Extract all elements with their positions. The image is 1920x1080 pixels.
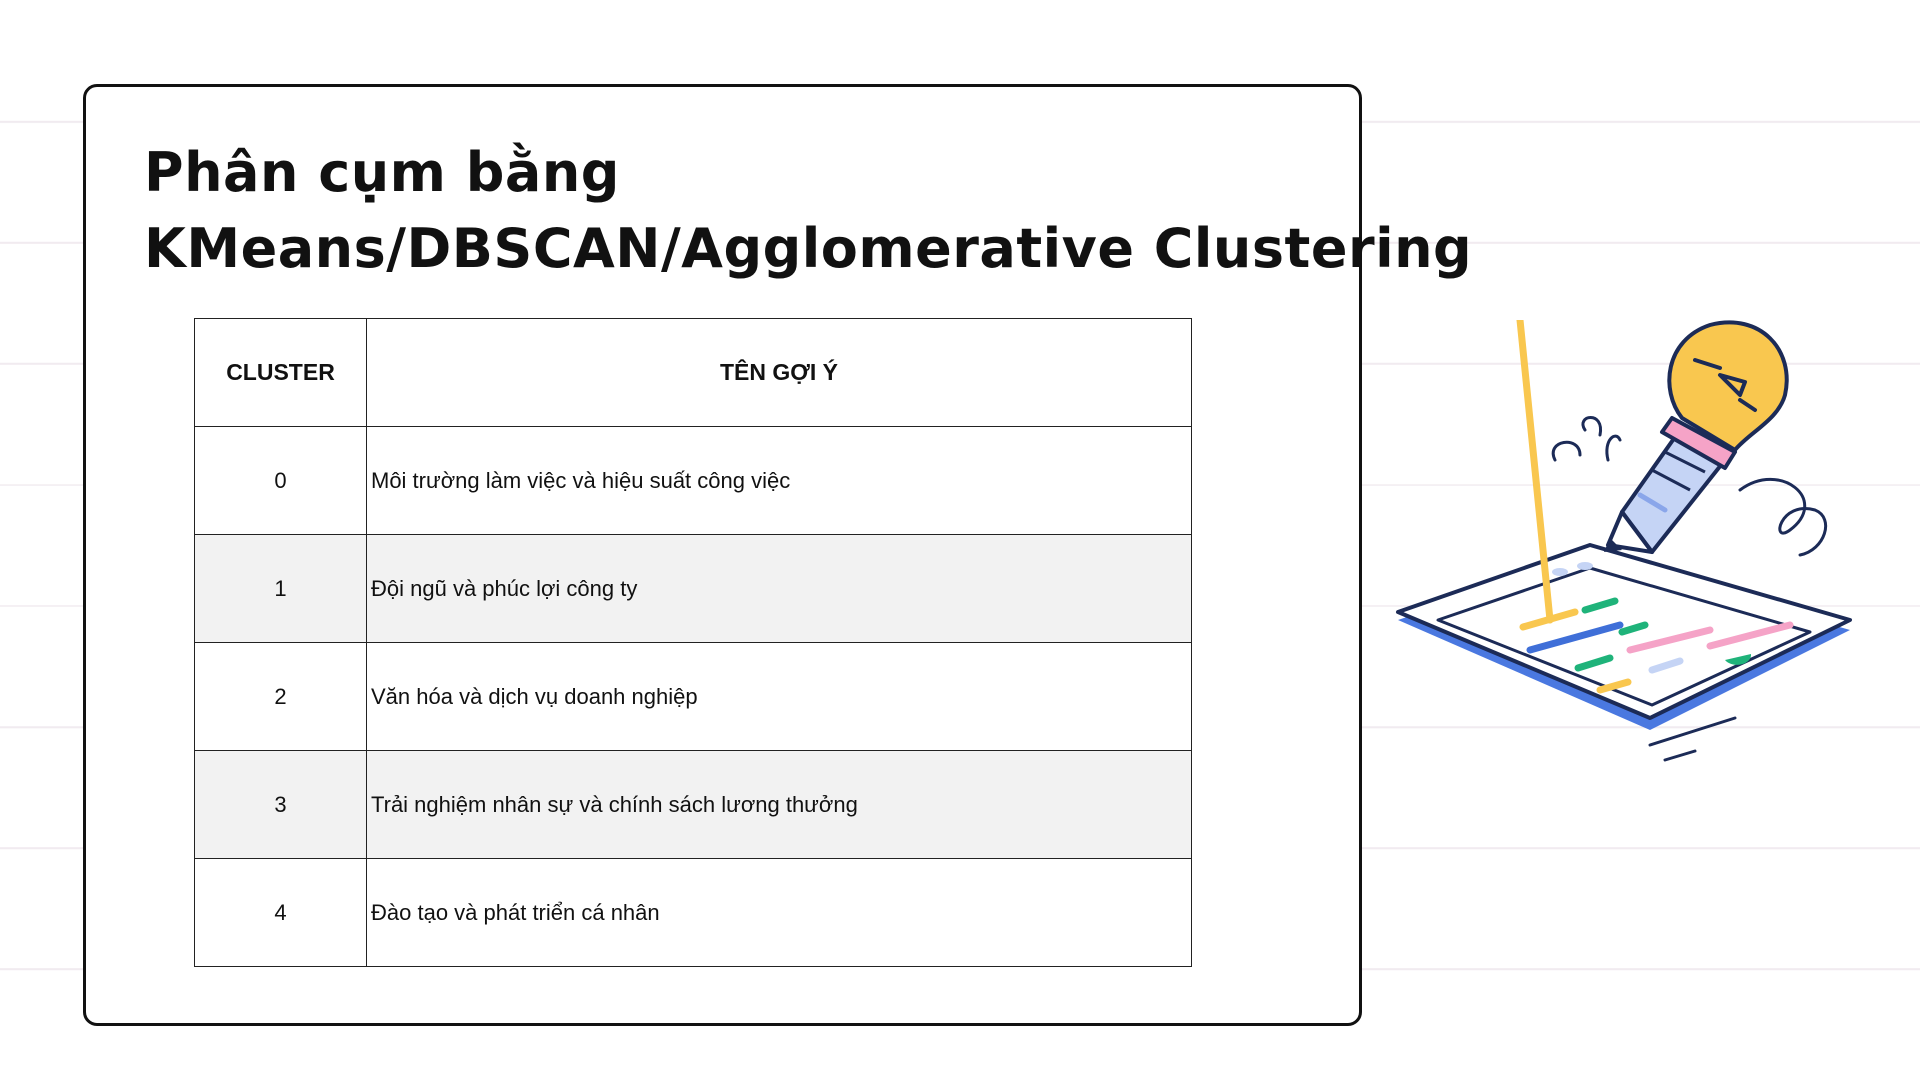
cluster-name-cell: Đào tạo và phát triển cá nhân — [366, 858, 1192, 967]
table-header-row: CLUSTER TÊN GỢI Ý — [194, 318, 1192, 427]
cluster-id-cell: 1 — [194, 534, 367, 643]
slide-title-line-1: Phân cụm bằng — [144, 141, 620, 204]
table-row: 2 Văn hóa và dịch vụ doanh nghiệp — [194, 642, 1192, 751]
table-row: 0 Môi trường làm việc và hiệu suất công … — [194, 426, 1192, 535]
cluster-id-cell: 3 — [194, 750, 367, 859]
cluster-name-cell: Môi trường làm việc và hiệu suất công vi… — [366, 426, 1192, 535]
cluster-id-cell: 2 — [194, 642, 367, 751]
cluster-name-cell: Đội ngũ và phúc lợi công ty — [366, 534, 1192, 643]
document-tablet-icon — [1396, 320, 1852, 762]
header-suggested-name: TÊN GỢI Ý — [366, 318, 1192, 427]
content-card: Phân cụm bằng KMeans/DBSCAN/Agglomerativ… — [83, 84, 1473, 1026]
idea-writing-illustration — [1396, 320, 1852, 762]
table-row: 1 Đội ngũ và phúc lợi công ty — [194, 534, 1192, 643]
cluster-name-cell: Văn hóa và dịch vụ doanh nghiệp — [366, 642, 1192, 751]
cluster-id-cell: 0 — [194, 426, 367, 535]
table-row: 4 Đào tạo và phát triển cá nhân — [194, 858, 1192, 967]
pen-icon — [1604, 416, 1737, 554]
lightbulb-icon — [1667, 320, 1789, 452]
table-row: 3 Trải nghiệm nhân sự và chính sách lươn… — [194, 750, 1192, 859]
slide-title: Phân cụm bằng KMeans/DBSCAN/Agglomerativ… — [144, 135, 1473, 287]
header-cluster: CLUSTER — [194, 318, 367, 427]
slide-title-line-2: KMeans/DBSCAN/Agglomerative Clustering — [144, 217, 1473, 280]
cluster-name-cell: Trải nghiệm nhân sự và chính sách lương … — [366, 750, 1192, 859]
cluster-id-cell: 4 — [194, 858, 367, 967]
cluster-table: CLUSTER TÊN GỢI Ý 0 Môi trường làm việc … — [194, 318, 1192, 967]
